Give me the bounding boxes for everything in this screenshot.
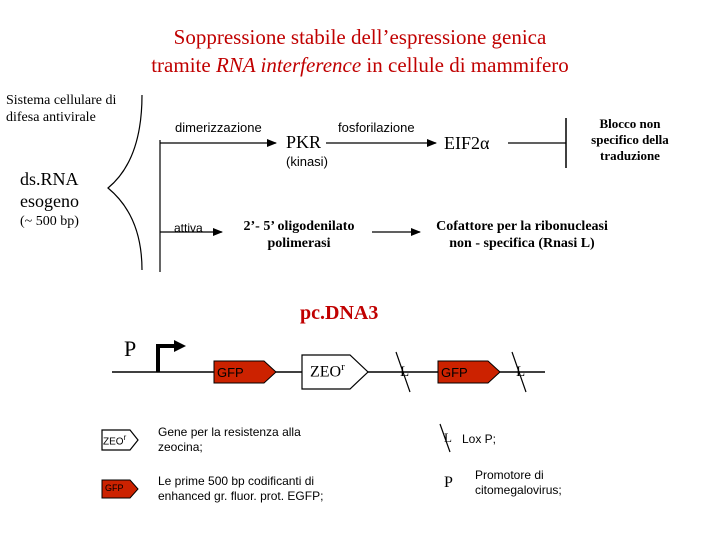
plasmid-label: pc.DNA3 bbox=[300, 302, 379, 324]
legend-p-symbol: P bbox=[444, 474, 453, 491]
block-translation-label: Blocco non specifico della traduzione bbox=[591, 116, 669, 163]
legend-p-desc: Promotore di citomegalovirus; bbox=[475, 468, 562, 497]
zeo-label: ZEOr bbox=[310, 361, 345, 381]
legend-lox-shape bbox=[439, 423, 451, 453]
gfp-label-1: GFP bbox=[217, 365, 244, 380]
lox-label-2: L bbox=[516, 364, 526, 380]
phosphorylation-label: fosforilazione bbox=[338, 120, 415, 135]
legend-lox-symbol: L bbox=[444, 430, 452, 445]
legend-gfp-symbol: GFP bbox=[105, 483, 124, 493]
defense-system-label: Sistema cellulare di difesa antivirale bbox=[6, 93, 117, 125]
gfp-block-1 bbox=[213, 360, 277, 384]
dimerization-label: dimerizzazione bbox=[175, 120, 262, 135]
legend-gfp-shape bbox=[101, 479, 139, 499]
promoter-arrow-icon bbox=[156, 344, 175, 372]
lox-label-1: L bbox=[400, 364, 410, 380]
activates-label: attiva bbox=[174, 221, 203, 235]
legend-lox-desc: Lox P; bbox=[462, 432, 497, 446]
dsrna-label: ds.RNA esogeno bbox=[20, 169, 79, 211]
cofactor-label: Cofattore per la ribonucleasi non - spec… bbox=[436, 219, 608, 251]
promoter-label: P bbox=[124, 336, 137, 361]
dsrna-size: (~ 500 bp) bbox=[20, 214, 79, 229]
legend-zeo-desc: Gene per la resistenza alla zeocina; bbox=[158, 425, 301, 454]
pkr-label: PKR bbox=[286, 132, 322, 152]
oligo-polymerase-label: 2’- 5’ oligodenilato polimerasi bbox=[243, 219, 355, 251]
gfp-block-2 bbox=[437, 360, 501, 384]
page-subtitle: tramite RNA interference in cellule di m… bbox=[151, 53, 569, 77]
page-title: Soppressione stabile dell’espressione ge… bbox=[173, 25, 547, 49]
gfp-label-2: GFP bbox=[441, 365, 468, 380]
zeo-block bbox=[301, 354, 369, 390]
legend-zeo-symbol: ZEOr bbox=[103, 433, 127, 448]
bracket-brace bbox=[107, 94, 143, 271]
loxp-marker-2 bbox=[511, 351, 527, 393]
legend-zeo-shape bbox=[101, 429, 139, 451]
loxp-marker-1 bbox=[395, 351, 411, 393]
eif2-label: EIF2α bbox=[444, 133, 490, 153]
legend-gfp-desc: Le prime 500 bp codificanti di enhanced … bbox=[158, 474, 324, 503]
kinase-label: (kinasi) bbox=[286, 154, 328, 169]
